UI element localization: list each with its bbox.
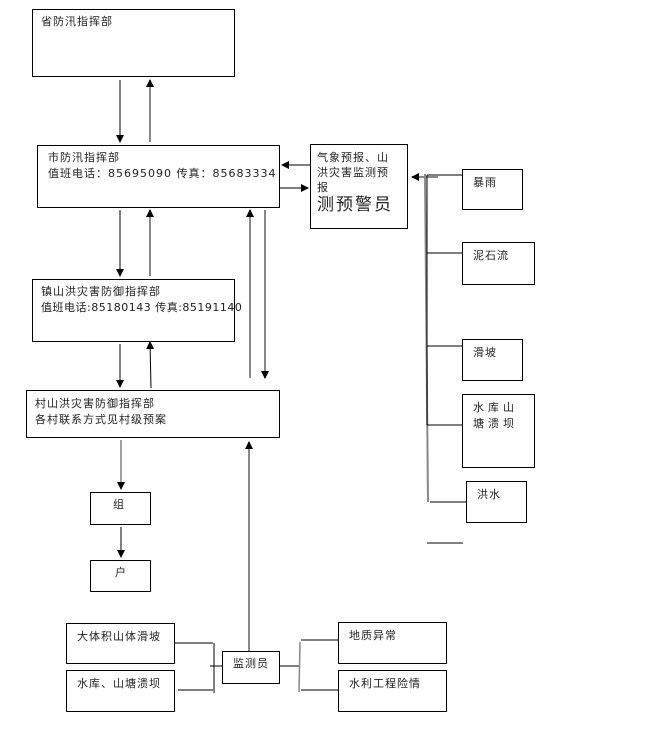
town-defense-hq-box: 镇山洪灾害防御指挥部 值班电话:85180143 传真:85191140	[32, 279, 243, 342]
input-geological-anomaly-box: 地质异常	[338, 622, 447, 664]
village-defense-hq-title: 村山洪灾害防御指挥部	[35, 397, 155, 410]
city-flood-hq-box: 市防汛指挥部 值班电话：85695090 传真：85683334	[37, 145, 280, 208]
input-large-landslide-label: 大体积山体滑坡	[77, 630, 161, 643]
province-flood-hq-box: 省防汛指挥部	[32, 9, 235, 77]
hazard-dam-break-box: 水库山塘溃坝	[462, 394, 535, 468]
input-water-project-label: 水利工程险情	[349, 677, 421, 690]
input-water-project-box: 水利工程险情	[338, 670, 447, 712]
town-defense-hq-title: 镇山洪灾害防御指挥部	[41, 285, 161, 298]
forecaster-line-3: 报	[317, 181, 329, 194]
arrow-village-to-town	[146, 341, 155, 389]
monitor-label: 监测员	[233, 657, 269, 670]
town-defense-hq-contact: 值班电话:85180143 传真:85191140	[41, 301, 243, 314]
household-label: 户	[115, 566, 127, 579]
hazard-flood-box: 洪水	[466, 481, 527, 523]
forecaster-box: 气象预报、山 洪灾害监测预 报 测预警员	[310, 144, 408, 229]
hazard-bus-vertical-gray	[424, 173, 429, 503]
city-flood-hq-contact: 值班电话：85695090 传真：85683334	[48, 167, 277, 180]
hazard-landslide-box: 滑坡	[462, 339, 523, 381]
village-defense-hq-contact: 各村联系方式见村级预案	[35, 413, 167, 426]
hazard-rainstorm-label: 暴雨	[473, 176, 497, 189]
forecaster-line-1: 气象预报、山	[317, 151, 389, 164]
hazard-debris-flow-label: 泥石流	[473, 249, 509, 262]
input-reservoir-dam-box: 水库、山塘溃坝	[66, 670, 175, 712]
village-defense-hq-box: 村山洪灾害防御指挥部 各村联系方式见村级预案	[26, 390, 280, 438]
city-flood-hq-title: 市防汛指挥部	[48, 151, 120, 164]
province-flood-hq-title: 省防汛指挥部	[41, 15, 113, 28]
group-box: 组	[90, 492, 151, 525]
input-reservoir-dam-label: 水库、山塘溃坝	[77, 677, 161, 690]
forecaster-line-2: 洪灾害监测预	[317, 166, 389, 179]
hazard-flood-label: 洪水	[477, 488, 501, 501]
household-box: 户	[90, 560, 151, 592]
forecaster-line-4: 测预警员	[317, 195, 393, 215]
hazard-rainstorm-box: 暴雨	[462, 169, 523, 210]
input-large-landslide-box: 大体积山体滑坡	[66, 623, 175, 664]
hazard-debris-flow-box: 泥石流	[462, 242, 535, 285]
hazard-dam-break-label: 水库山塘溃坝	[473, 401, 518, 430]
right-bus-vertical	[298, 641, 301, 693]
group-label: 组	[113, 498, 125, 511]
input-geological-anomaly-label: 地质异常	[349, 629, 397, 642]
monitor-box: 监测员	[222, 651, 280, 684]
hazard-landslide-label: 滑坡	[473, 346, 497, 359]
